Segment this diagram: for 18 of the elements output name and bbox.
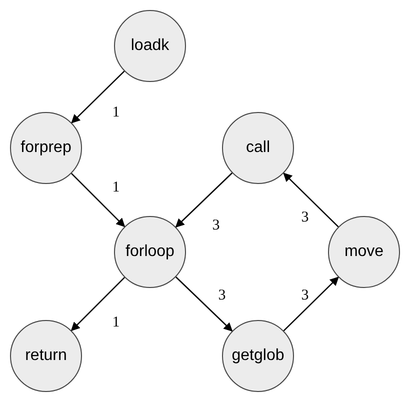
state-circle [222, 112, 294, 184]
node-label: getglob [232, 347, 284, 365]
arrow [283, 172, 339, 228]
arrow [175, 276, 233, 332]
arrow [283, 276, 339, 332]
node-label: forloop [126, 243, 174, 261]
node-label: forprep [20, 139, 72, 157]
arrow [70, 277, 125, 332]
arrow [71, 173, 126, 228]
node-label: return [25, 347, 67, 365]
state-circle [10, 112, 82, 184]
node-label: call [246, 139, 270, 157]
arrow [175, 172, 233, 228]
arrow [71, 70, 125, 124]
state-circle [222, 320, 294, 392]
node-label: move [344, 243, 384, 261]
state-circle [114, 216, 186, 288]
node-label: loadk [130, 37, 170, 55]
